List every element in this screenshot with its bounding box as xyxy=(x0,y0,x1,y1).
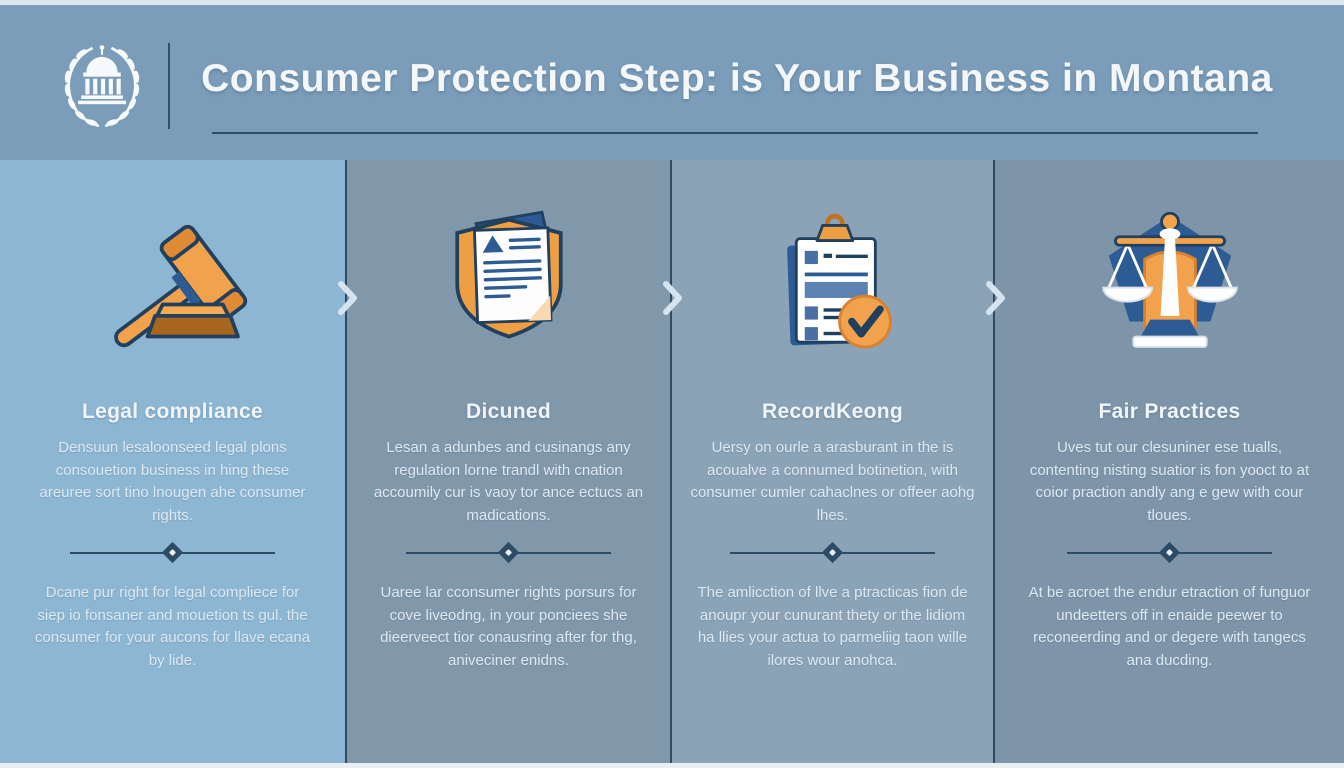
step-column-fair-practices: Fair Practices Uves tut our clesuniner e… xyxy=(995,160,1344,763)
bottom-border-strip xyxy=(0,763,1344,768)
capitol-laurel-logo-icon xyxy=(52,33,152,137)
step-divider xyxy=(730,541,935,564)
step-paragraph: Uves tut our clesuniner ese tualls, cont… xyxy=(1029,439,1310,524)
page-title: Consumer Protection Step: is Your Busine… xyxy=(201,57,1273,100)
step-paragraph: Uersy on ourle a arasburant in the is ac… xyxy=(690,439,975,524)
header-divider xyxy=(168,43,170,129)
gavel-icon xyxy=(88,196,258,366)
step-paragraph: Densuun lesaloonseed legal plons consoue… xyxy=(39,439,306,524)
step-divider xyxy=(1067,541,1272,564)
shield-document-icon xyxy=(424,196,594,366)
step-paragraph: Dcane pur right for legal compliece for … xyxy=(34,584,311,669)
header: Consumer Protection Step: is Your Busine… xyxy=(0,5,1344,160)
title-underline xyxy=(212,132,1258,134)
diamond-icon xyxy=(161,541,184,564)
step-paragraph: Uaree lar cconsumer rights porsurs for c… xyxy=(380,584,637,669)
diamond-icon xyxy=(1158,541,1181,564)
step-title: Fair Practices xyxy=(1098,400,1241,423)
step-title: RecordKeong xyxy=(762,400,903,423)
steps-row: Legal compliance Densuun lesaloonseed le… xyxy=(0,160,1344,763)
step-column-legal-compliance: Legal compliance Densuun lesaloonseed le… xyxy=(0,160,347,763)
step-column-recordkeeping: RecordKeong Uersy on ourle a arasburant … xyxy=(672,160,995,763)
step-paragraph: Lesan a adunbes and cusinangs any regula… xyxy=(373,439,644,524)
step-divider xyxy=(406,541,611,564)
clipboard-check-icon xyxy=(748,196,918,366)
step-title: Legal compliance xyxy=(81,400,264,423)
step-title: Dicuned xyxy=(466,400,551,423)
chevron-right-icon xyxy=(659,278,685,323)
step-paragraph: The amlicction of llve a ptracticas fion… xyxy=(697,584,968,669)
diamond-icon xyxy=(821,541,844,564)
chevron-right-icon xyxy=(982,278,1008,323)
chevron-right-icon xyxy=(334,278,360,323)
step-paragraph: At be acroet the endur etraction of fung… xyxy=(1028,584,1311,669)
scales-icon xyxy=(1085,196,1255,366)
diamond-icon xyxy=(497,541,520,564)
step-divider xyxy=(70,541,275,564)
step-column-dicuned: Dicuned Lesan a adunbes and cusinangs an… xyxy=(347,160,672,763)
top-border-strip xyxy=(0,0,1344,5)
